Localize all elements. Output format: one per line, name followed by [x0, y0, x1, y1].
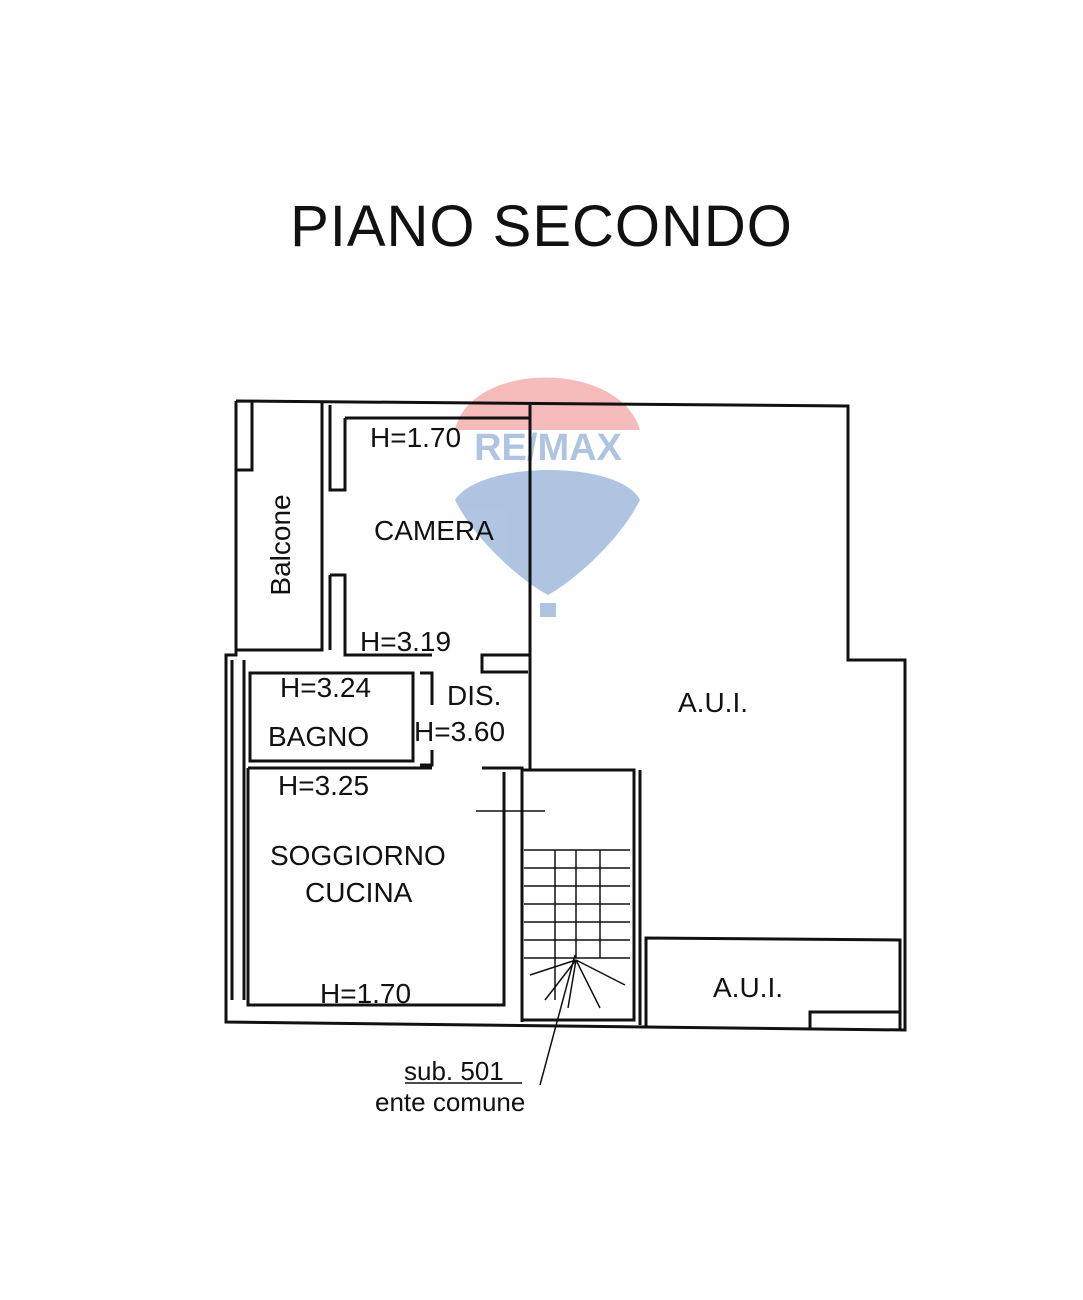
balcone-inner: [236, 401, 324, 652]
balcone-label: Balcone: [265, 494, 296, 595]
watermark-text: RE/MAX: [474, 427, 622, 469]
watermark-balloon-bottom: [455, 470, 640, 595]
dis-label: DIS.: [447, 680, 501, 711]
aui-small-wall: [644, 936, 902, 1030]
stair-box: [520, 768, 636, 1022]
camera-left-lower: [330, 573, 432, 657]
camera-label: CAMERA: [374, 515, 494, 546]
dis-h: H=3.60: [414, 716, 505, 747]
camera-h-bottom: H=3.19: [360, 626, 451, 657]
stair-treads: [476, 810, 630, 1009]
annotation-line2: ente comune: [375, 1087, 525, 1117]
soggiorno-label-line1: SOGGIORNO: [270, 840, 446, 871]
soggiorno-h-bottom: H=1.70: [320, 978, 411, 1009]
soggiorno-right: [482, 766, 524, 1022]
camera-left: [328, 405, 347, 492]
bagno-h: H=3.24: [280, 672, 371, 703]
remax-watermark: RE/MAX: [455, 377, 640, 617]
balcone-wall: [236, 401, 254, 472]
soggiorno-label-line2: CUCINA: [305, 877, 413, 908]
aui-small-inner: [808, 1010, 900, 1030]
page-title: PIANO SECONDO: [290, 194, 793, 259]
camera-wall: [345, 416, 532, 674]
bagno-right2: [420, 750, 434, 767]
watermark-basket: [540, 603, 556, 617]
soggiorno-inner: [246, 768, 506, 1007]
walls: [224, 399, 907, 1032]
aui-small-label: A.U.I.: [713, 972, 783, 1003]
outer-wall: [224, 399, 907, 1032]
aui-large-label: A.U.I.: [678, 687, 748, 718]
annotation-leader: [539, 954, 576, 1086]
bagno-walls: [248, 671, 415, 763]
bagno-label: BAGNO: [268, 721, 369, 752]
annotation-line1: sub. 501: [404, 1056, 504, 1086]
camera-h-top: H=1.70: [370, 422, 461, 453]
soggiorno-h-top: H=3.25: [278, 770, 369, 801]
bagno-right: [420, 671, 434, 705]
